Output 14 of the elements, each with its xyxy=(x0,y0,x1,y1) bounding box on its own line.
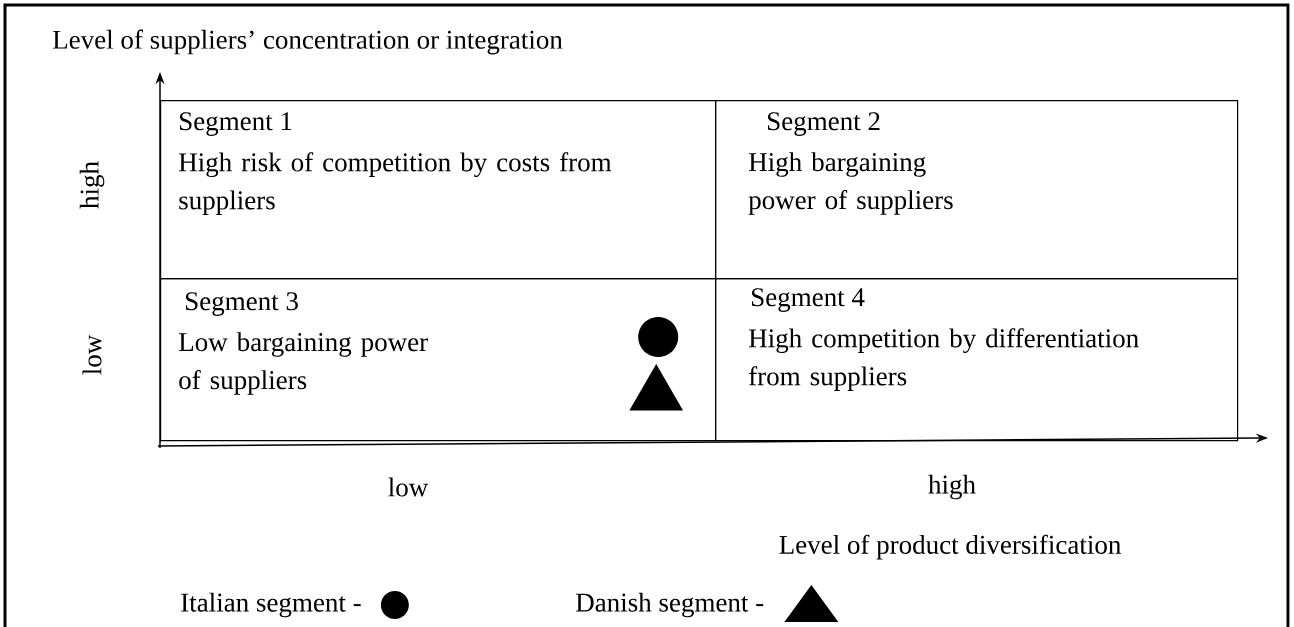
legend-entry: Italian segment - xyxy=(181,592,361,618)
axis-value: low xyxy=(388,477,429,497)
segment-box: Segment 1 High risk of competition by costs from suppliers xyxy=(160,100,717,280)
legend-entry: Danish segment - xyxy=(576,592,764,618)
axis-value: low xyxy=(82,334,102,375)
axis-value: high xyxy=(928,474,976,500)
axis-value: high xyxy=(79,161,105,209)
circle-marker xyxy=(638,317,679,357)
axis-title: Level of product diversification xyxy=(779,534,1121,560)
triangle-marker xyxy=(629,364,684,411)
axis-title: Level of suppliers’ concentration or integration xyxy=(53,29,563,55)
segment-box: Segment 4 High competition by differentiation from suppliers xyxy=(715,278,1239,442)
segment-box: Segment 3 Low bargaining power of suppliers xyxy=(160,278,717,442)
segment-box: Segment 2 High bargaining power of suppliers xyxy=(715,100,1239,280)
